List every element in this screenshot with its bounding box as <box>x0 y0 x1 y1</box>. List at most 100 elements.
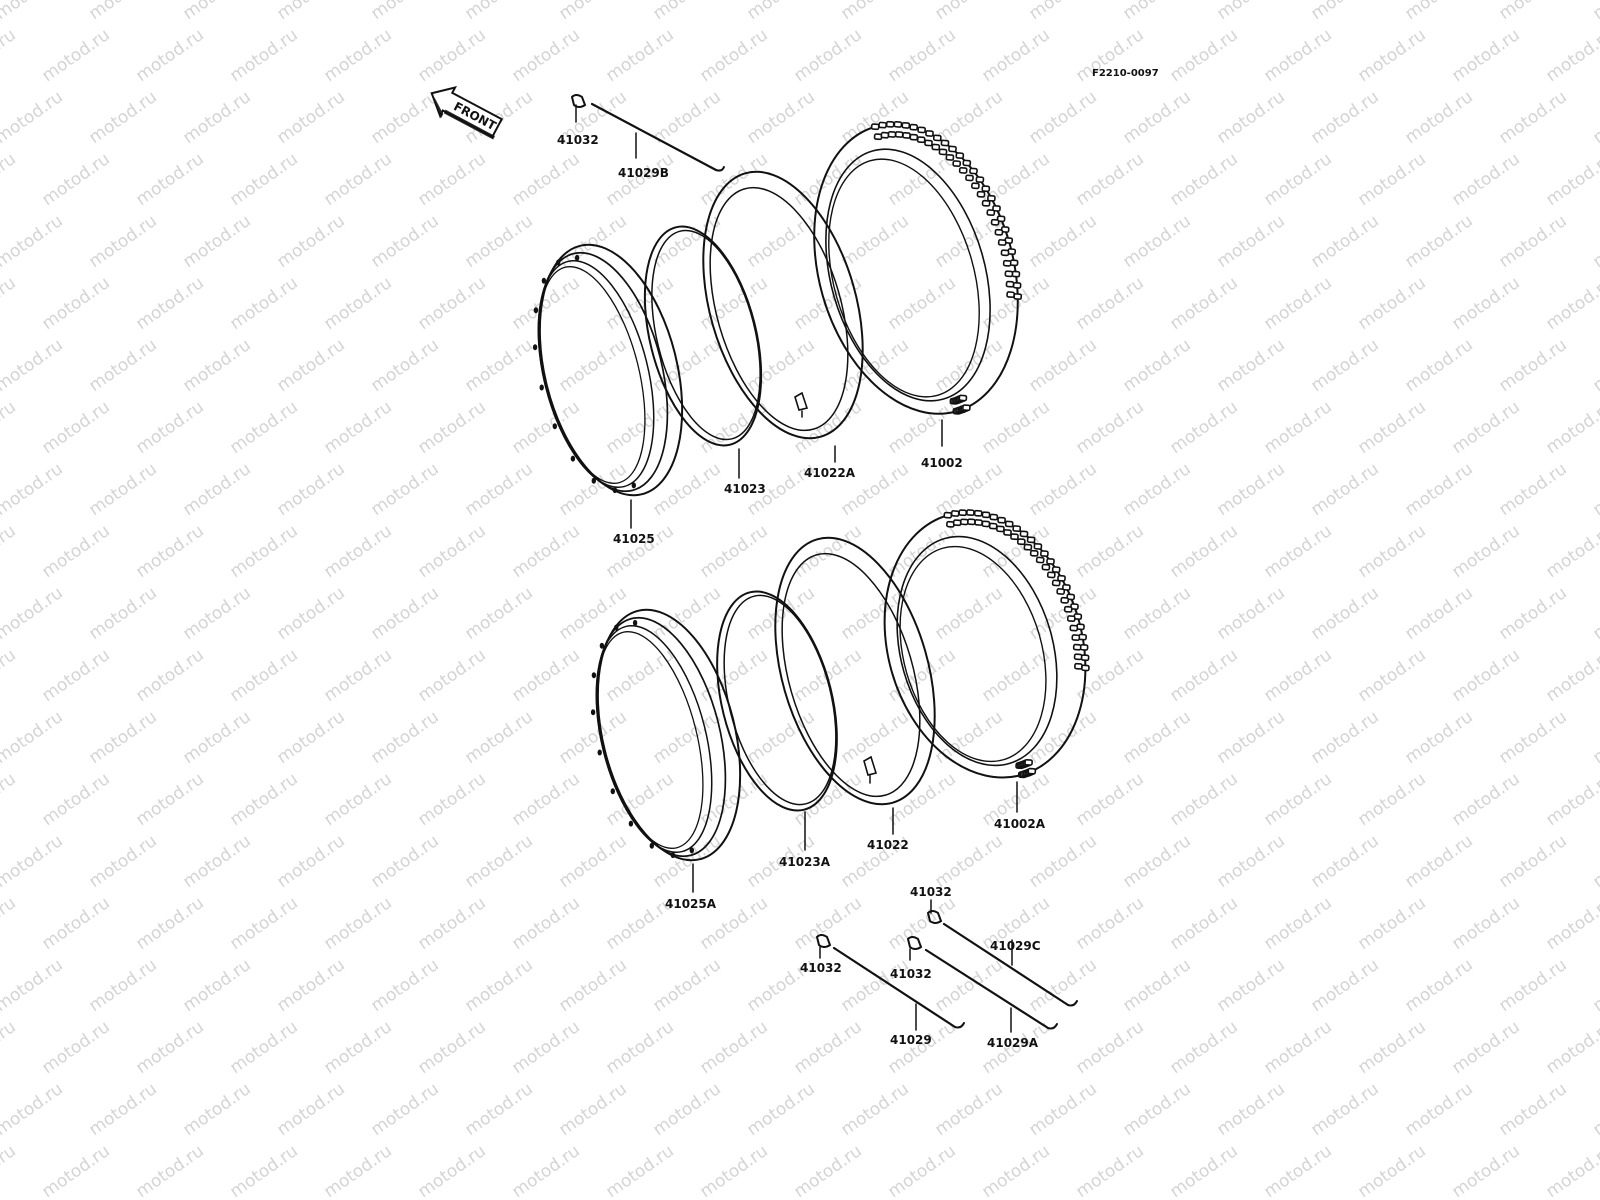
spoke-hole <box>570 455 576 462</box>
watermark-text: motod.ru <box>1448 893 1523 954</box>
lower-spoke-a <box>924 948 1058 1033</box>
tread-knob <box>917 126 926 134</box>
watermark-text: motod.ru <box>837 335 912 396</box>
watermark-text: motod.ru <box>931 583 1006 644</box>
label-upper-spoke-nipple: 41032 <box>557 133 599 147</box>
tread-knob <box>1004 520 1014 528</box>
tread-knob <box>1063 605 1073 613</box>
watermark-text: motod.ru <box>0 397 20 458</box>
watermark-text: motod.ru <box>0 149 20 210</box>
watermark-text: motod.ru <box>38 149 113 210</box>
watermark-text: motod.ru <box>226 1141 301 1200</box>
watermark-text: motod.ru <box>1307 87 1382 148</box>
watermark-text: motod.ru <box>85 211 160 272</box>
watermark-text: motod.ru <box>743 707 818 768</box>
watermark-text: motod.ru <box>367 955 442 1016</box>
watermark-text: motod.ru <box>414 273 489 334</box>
watermark-text: motod.ru <box>1025 831 1100 892</box>
upper-rim-band <box>643 225 763 479</box>
watermark-text: motod.ru <box>1213 831 1288 892</box>
watermark-text: motod.ru <box>508 645 583 706</box>
watermark-text: motod.ru <box>1589 459 1600 520</box>
tread-knob <box>1066 593 1076 601</box>
watermark-text: motod.ru <box>1495 1079 1570 1140</box>
watermark-text: motod.ru <box>790 769 865 830</box>
watermark-text: motod.ru <box>1307 1079 1382 1140</box>
watermark-text: motod.ru <box>1213 459 1288 520</box>
watermark-text: motod.ru <box>649 335 724 396</box>
watermark-text: motod.ru <box>85 0 160 24</box>
watermark-text: motod.ru <box>837 707 912 768</box>
tread-knob <box>1035 556 1045 564</box>
watermark-text: motod.ru <box>1072 397 1147 458</box>
watermark-text: motod.ru <box>696 521 771 582</box>
watermark-text: motod.ru <box>743 87 818 148</box>
watermark-text: motod.ru <box>1072 1017 1147 1078</box>
watermark-text: motod.ru <box>414 149 489 210</box>
watermark-text: motod.ru <box>226 25 301 86</box>
watermark-text: motod.ru <box>931 1079 1006 1140</box>
watermark-text: motod.ru <box>1401 707 1476 768</box>
watermark-text: motod.ru <box>1307 335 1382 396</box>
watermark-text: motod.ru <box>1354 521 1429 582</box>
watermark-text: motod.ru <box>884 645 959 706</box>
label-lower-spoke-a: 41029A <box>987 1036 1039 1050</box>
watermark-text: motod.ru <box>1542 397 1600 458</box>
watermark-text: motod.ru <box>320 25 395 86</box>
spoke-hole <box>597 749 602 756</box>
tread-knob <box>969 167 978 175</box>
watermark-text: motod.ru <box>179 955 254 1016</box>
watermark-text: motod.ru <box>649 955 724 1016</box>
watermark-text: motod.ru <box>1166 273 1241 334</box>
watermark-text: motod.ru <box>273 211 348 272</box>
watermark-text: motod.ru <box>790 25 865 86</box>
tread-knob <box>1069 624 1079 632</box>
watermark-text: motod.ru <box>461 955 536 1016</box>
watermark-text: motod.ru <box>38 25 113 86</box>
tread-knob <box>1079 643 1089 651</box>
watermark-text: motod.ru <box>1542 1017 1600 1078</box>
spoke-hole <box>631 482 636 489</box>
watermark-text: motod.ru <box>790 645 865 706</box>
lower-spoke-nipple-left <box>815 934 832 959</box>
watermark-text: motod.ru <box>1354 1141 1429 1200</box>
watermark-text: motod.ru <box>1072 149 1147 210</box>
label-lower-spoke-nipple-mid: 41032 <box>890 967 932 981</box>
spoke-hole <box>574 254 580 261</box>
watermark-text: motod.ru <box>273 1079 348 1140</box>
label-lower-rim: 41025A <box>665 897 717 911</box>
lower-tire <box>883 509 1090 813</box>
watermark-text: motod.ru <box>85 707 160 768</box>
watermark-text: motod.ru <box>978 645 1053 706</box>
watermark-text: motod.ru <box>273 955 348 1016</box>
watermark-text: motod.ru <box>649 1079 724 1140</box>
watermark-text: motod.ru <box>179 211 254 272</box>
watermark-text: motod.ru <box>0 955 67 1016</box>
watermark-text: motod.ru <box>508 1017 583 1078</box>
tread-knob <box>987 194 996 202</box>
tread-knob <box>981 520 991 528</box>
watermark-text: motod.ru <box>38 1141 113 1200</box>
watermark-text: motod.ru <box>0 211 67 272</box>
lower-spoke-nipple-top <box>926 899 943 924</box>
tread-knob <box>885 120 895 128</box>
watermark-text: motod.ru <box>1025 707 1100 768</box>
watermark-text: motod.ru <box>1307 955 1382 1016</box>
watermark-text: motod.ru <box>367 0 442 24</box>
watermark-text: motod.ru <box>1213 583 1288 644</box>
watermark-text: motod.ru <box>1119 583 1194 644</box>
spoke-hole <box>599 642 605 649</box>
watermark-text: motod.ru <box>1448 645 1523 706</box>
watermark-text: motod.ru <box>1260 273 1335 334</box>
watermark-text: motod.ru <box>1495 335 1570 396</box>
watermark-text: motod.ru <box>1542 25 1600 86</box>
watermark-text: motod.ru <box>837 0 912 24</box>
watermark-text: motod.ru <box>1119 831 1194 892</box>
spoke-hole <box>632 619 638 626</box>
lower-rim <box>590 608 742 893</box>
tread-knob <box>962 159 972 167</box>
tread-knob <box>1012 525 1022 533</box>
watermark-text: motod.ru <box>743 335 818 396</box>
